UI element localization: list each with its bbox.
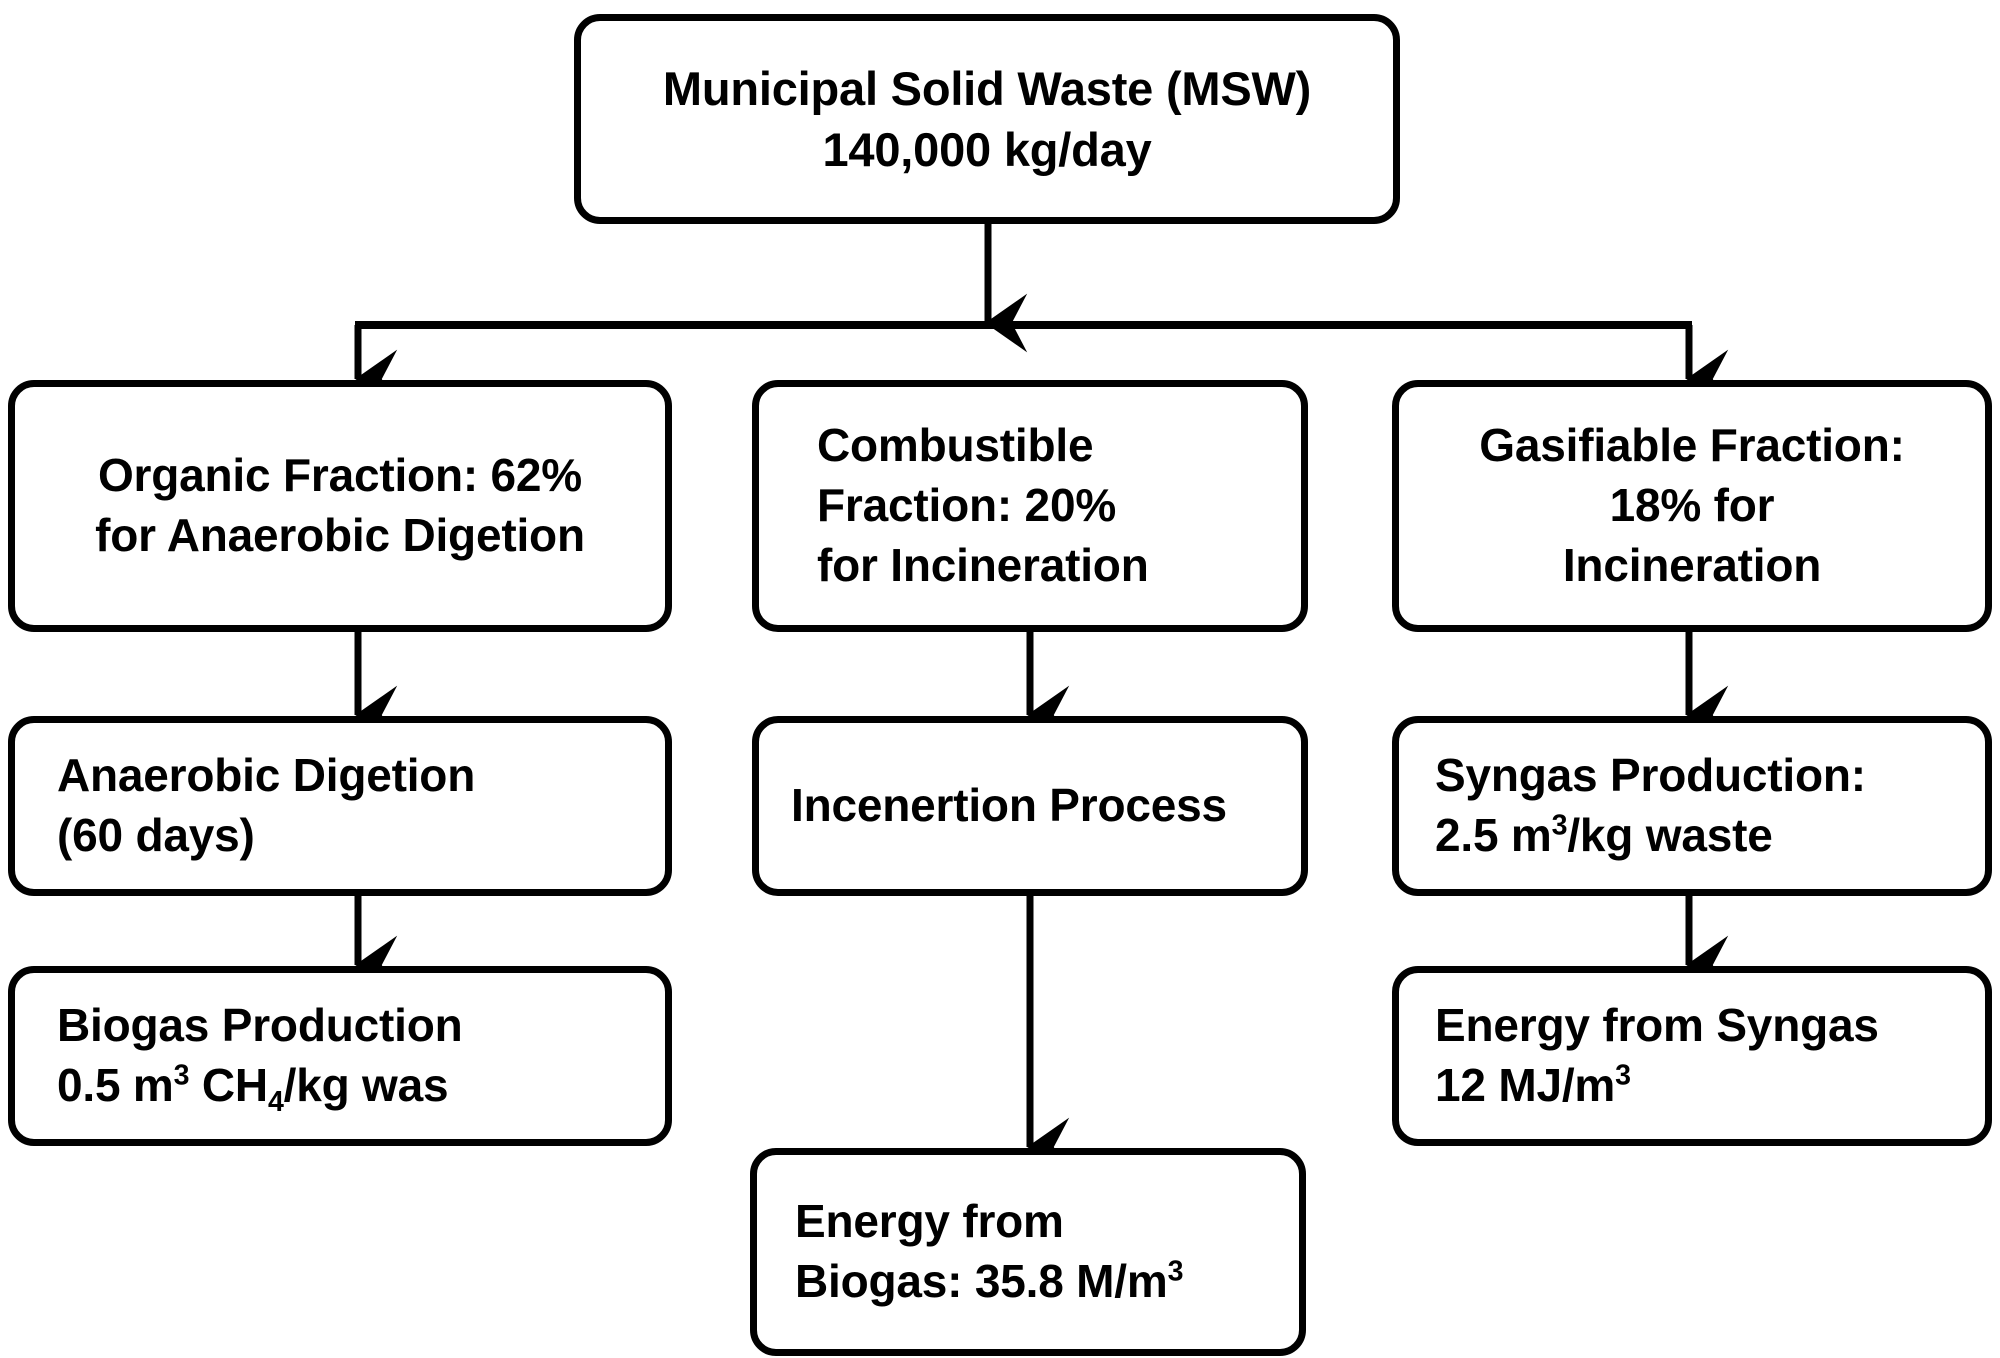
node-incineration-process: Incenertion Process: [752, 716, 1308, 896]
node-msw-line-1: Municipal Solid Waste (MSW): [662, 61, 1312, 115]
node-gasifiable-line-1: Gasifiable Fraction:: [1479, 419, 1905, 472]
syngas-unit-tail: /kg waste: [1567, 809, 1773, 861]
node-syngas-production: Syngas Production: 2.5 m3/kg waste: [1392, 716, 1992, 896]
node-incineration-line-1: Incenertion Process: [791, 779, 1227, 832]
biogas-methane-subscript: 4: [267, 1086, 284, 1119]
node-gasifiable-line-2: 18% for: [1609, 479, 1775, 532]
node-energy-from-biogas: Energy from Biogas: 35.8 M/m3: [750, 1148, 1306, 1356]
node-syngas-line-1: Syngas Production:: [1435, 749, 1866, 802]
node-gasifiable-fraction: Gasifiable Fraction: 18% for Incineratio…: [1392, 380, 1992, 632]
biogas-value: 0.5 m: [57, 1059, 174, 1111]
node-combustible-fraction: Combustible Fraction: 20% for Incinerati…: [752, 380, 1308, 632]
node-energy-biogas-line-2: Biogas: 35.8 M/m3: [795, 1252, 1299, 1312]
node-combustible-line-3: for Incineration: [817, 538, 1149, 591]
biogas-methane: CH: [189, 1059, 268, 1111]
syngas-exponent: 3: [1551, 809, 1568, 842]
node-energy-syngas-line-1: Energy from Syngas: [1435, 999, 1879, 1052]
node-combustible-line-1: Combustible: [817, 419, 1094, 472]
syngas-value: 2.5 m: [1435, 809, 1552, 861]
node-organic-line-2: for Anaerobic Digetion: [95, 509, 585, 561]
node-energy-biogas-line-1: Energy from: [795, 1195, 1064, 1248]
energy-biogas-value: Biogas: 35.8: [795, 1255, 1077, 1307]
node-combustible-line-2: Fraction: 20%: [817, 479, 1117, 532]
node-energy-from-syngas: Energy from Syngas 12 MJ/m3: [1392, 966, 1992, 1146]
energy-syngas-exponent: 3: [1615, 1059, 1631, 1092]
energy-biogas-unit: M/m: [1076, 1255, 1168, 1307]
energy-syngas-value: 12 MJ/m: [1435, 1059, 1616, 1111]
node-biogas-line-1: Biogas Production: [57, 999, 463, 1052]
node-syngas-line-2: 2.5 m3/kg waste: [1435, 806, 1985, 866]
node-anaerobic-line-1: Anaerobic Digetion: [57, 749, 476, 802]
node-biogas-production: Biogas Production 0.5 m3 CH4/kg was: [8, 966, 672, 1146]
energy-biogas-exponent: 3: [1167, 1255, 1184, 1288]
node-energy-syngas-line-2: 12 MJ/m3: [1435, 1056, 1985, 1116]
node-msw-line-2: 140,000 kg/day: [822, 123, 1152, 176]
node-municipal-solid-waste: Municipal Solid Waste (MSW) 140,000 kg/d…: [574, 14, 1400, 224]
node-gasifiable-line-3: Incineration: [1562, 538, 1822, 591]
biogas-exponent: 3: [173, 1059, 190, 1092]
node-organic-line-1: Organic Fraction: 62%: [97, 449, 583, 502]
node-organic-fraction: Organic Fraction: 62% for Anaerobic Dige…: [8, 380, 672, 632]
biogas-unit-tail: /kg was: [283, 1059, 449, 1111]
node-anaerobic-digestion: Anaerobic Digetion (60 days): [8, 716, 672, 896]
node-anaerobic-line-2: (60 days): [57, 809, 255, 861]
node-biogas-line-2: 0.5 m3 CH4/kg was: [57, 1056, 665, 1116]
